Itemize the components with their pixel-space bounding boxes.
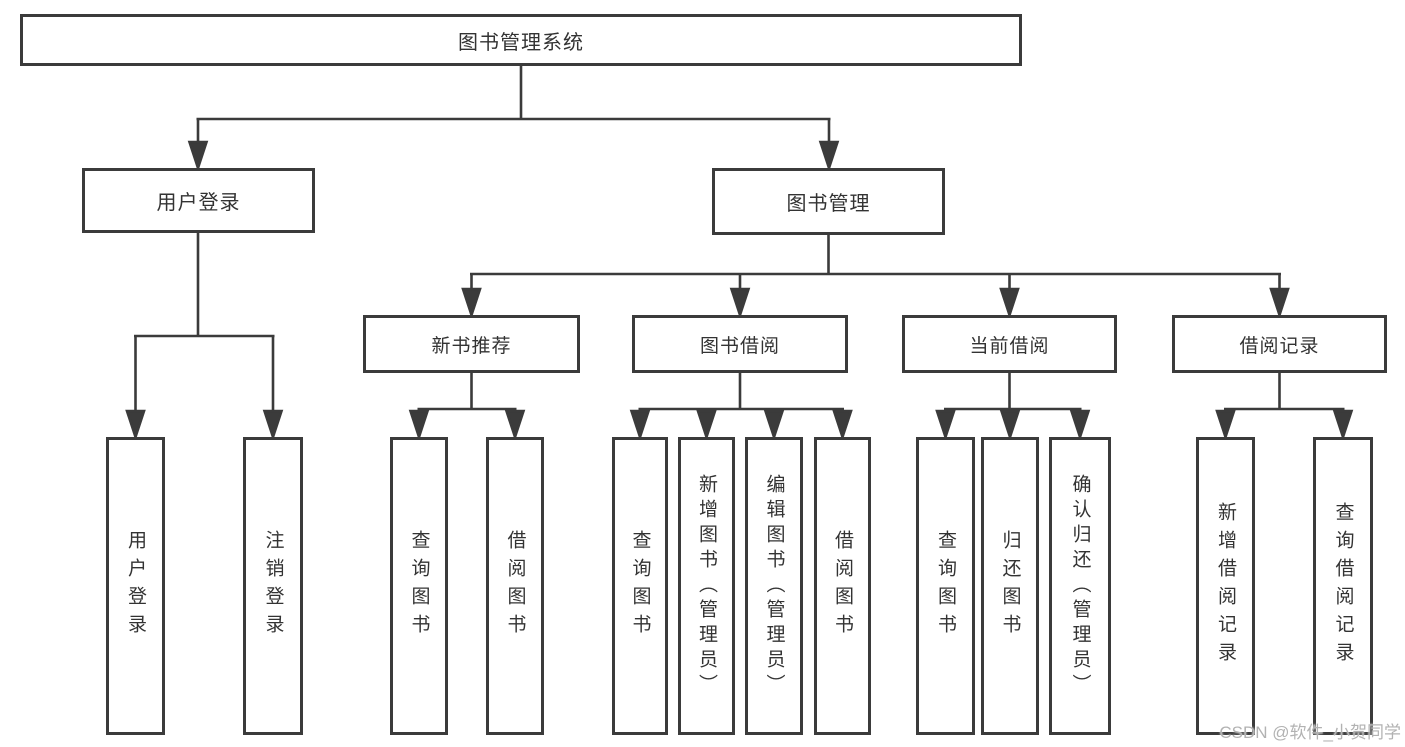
leaf-label: 编辑图书（管理员） — [763, 473, 785, 699]
node-leaf-borrow-edit-books: 编辑图书（管理员） — [745, 437, 803, 735]
node-root: 图书管理系统 — [20, 14, 1022, 66]
node-current-borrow-label: 当前借阅 — [969, 335, 1050, 357]
node-leaf-current-confirm-return: 确认归还（管理员） — [1049, 437, 1111, 735]
leaf-label: 新增借阅记录 — [1215, 502, 1236, 670]
node-book-mgmt-label: 图书管理 — [786, 193, 871, 215]
node-leaf-borrow-query-books: 查询图书 — [612, 437, 668, 735]
node-leaf-records-query-record: 查询借阅记录 — [1313, 437, 1373, 735]
leaf-label: 查询图书 — [408, 530, 430, 642]
node-user-login-label: 用户登录 — [156, 192, 241, 214]
node-leaf-records-add-record: 新增借阅记录 — [1196, 437, 1255, 735]
node-leaf-rec-query-books: 查询图书 — [390, 437, 448, 735]
csdn-watermark: CSDN @软件_小贺同学 — [1219, 723, 1401, 742]
leaf-label: 归还图书 — [999, 530, 1021, 642]
node-leaf-current-return-books: 归还图书 — [981, 437, 1039, 735]
leaf-label: 查询借阅记录 — [1332, 502, 1354, 670]
node-book-borrow-label: 图书借阅 — [699, 335, 780, 357]
node-borrow-records: 借阅记录 — [1172, 315, 1387, 373]
node-borrow-records-label: 借阅记录 — [1239, 335, 1320, 357]
node-root-label: 图书管理系统 — [458, 31, 584, 54]
leaf-label: 确认归还（管理员） — [1069, 473, 1091, 699]
node-leaf-logout: 注销登录 — [243, 437, 303, 735]
leaf-label: 查询图书 — [629, 530, 651, 642]
node-leaf-current-query-books: 查询图书 — [916, 437, 975, 735]
node-leaf-borrow-borrow-books: 借阅图书 — [814, 437, 871, 735]
node-leaf-rec-borrow-books: 借阅图书 — [486, 437, 544, 735]
node-current-borrow: 当前借阅 — [902, 315, 1117, 373]
node-leaf-borrow-add-books: 新增图书（管理员） — [678, 437, 735, 735]
arrow-connectors — [125, 66, 1354, 442]
node-leaf-user-login: 用户登录 — [106, 437, 165, 735]
node-book-mgmt: 图书管理 — [712, 168, 945, 235]
node-new-book-rec: 新书推荐 — [363, 315, 580, 373]
node-book-borrow: 图书借阅 — [632, 315, 848, 373]
leaf-label: 注销登录 — [262, 530, 284, 642]
leaf-label: 借阅图书 — [832, 530, 853, 642]
node-new-book-rec-label: 新书推荐 — [431, 335, 512, 357]
leaf-label: 用户登录 — [125, 530, 146, 642]
node-user-login: 用户登录 — [82, 168, 315, 233]
leaf-label: 借阅图书 — [504, 530, 526, 642]
leaf-label: 查询图书 — [935, 530, 956, 642]
leaf-label: 新增图书（管理员） — [696, 473, 717, 699]
